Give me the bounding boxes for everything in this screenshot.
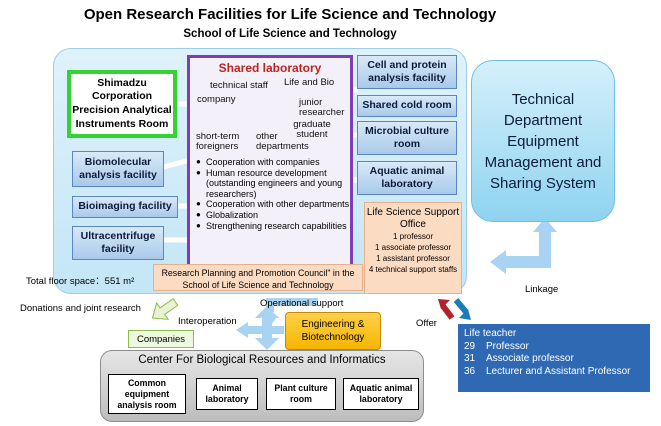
cell-protein-facility: Cell and protein analysis facility	[357, 55, 457, 89]
label-other-departments: other departments	[256, 131, 309, 152]
bullet-item: Strengthening research capabilities	[196, 221, 354, 232]
staff-line: 1 assistant professor	[376, 254, 450, 263]
staff-line: 1 professor	[392, 232, 434, 241]
floor-space: Total floor space：551 m²	[26, 276, 135, 287]
label-graduate-student: graduate student	[293, 119, 331, 140]
center-unit: Animal laboratory	[196, 378, 258, 410]
life-teacher-title: Life teacher	[464, 328, 517, 339]
companies-box: Companies	[128, 330, 194, 348]
center-title: Center For Biological Resources and Info…	[138, 354, 386, 366]
operational-arrow	[266, 298, 318, 312]
aquatic-animal-lab: Aquatic animal laboratory	[357, 161, 457, 195]
shared-lab-bullets: Cooperation with companies Human resourc…	[196, 157, 354, 231]
donations-arrow	[151, 297, 179, 320]
support-office-title: Life Science Support Office	[366, 207, 460, 230]
label-technical-staff: technical staff	[210, 80, 268, 91]
donations-label: Donations and joint research	[20, 303, 141, 314]
linkage-arrow-head	[490, 250, 506, 274]
biomolecular-facility: Biomolecular analysis facility	[72, 151, 164, 187]
center-unit: Common equipment analysis room	[108, 374, 186, 414]
linkage-arrow-head-up	[533, 218, 557, 232]
center-unit: Aquatic animal laboratory	[343, 378, 419, 410]
council-box: Research Planning and Promotion Council"…	[153, 264, 363, 291]
label-life-and-bio: Life and Bio	[284, 77, 335, 88]
operational-support-label: Operational support	[260, 298, 344, 309]
bullet-item: Human resource development (outstanding …	[196, 168, 354, 200]
offer-arrow-blue	[453, 298, 469, 314]
microbial-culture-room: Microbial culture room	[357, 121, 457, 155]
linkage-arrow	[505, 226, 551, 268]
bullet-item: Globalization	[196, 210, 354, 221]
shared-lab-title: Shared laboratory	[218, 61, 322, 75]
page-title: Open Research Facilities for Life Scienc…	[83, 6, 497, 23]
bullet-item: Cooperation with companies	[196, 157, 354, 168]
offer-arrow-red	[440, 304, 455, 320]
linkage-label: Linkage	[525, 284, 559, 295]
label-company: company	[197, 94, 236, 105]
bullet-item: Cooperation with other departments	[196, 199, 354, 210]
engineering-arrow	[236, 322, 284, 338]
staff-line: 4 technical support staffs	[368, 265, 458, 274]
center-unit: Plant culture room	[266, 378, 336, 410]
technical-department: Technical Department Equipment Managemen…	[471, 60, 615, 222]
bioimaging-facility: Bioimaging facility	[72, 196, 178, 218]
interoperation-label: Interoperation	[178, 316, 237, 327]
label-junior-researcher: junior researcher	[299, 97, 345, 118]
staff-line: 1 associate professor	[374, 243, 452, 252]
engineering-box: Engineering & Biotechnology	[285, 312, 381, 350]
offer-label: Offer	[416, 318, 437, 329]
page-subtitle: School of Life Science and Technology	[183, 28, 397, 40]
support-office: Life Science Support Office 1 professor …	[364, 202, 462, 294]
shimadzu-room: Shimadzu Corporation Precision Analytica…	[67, 70, 177, 138]
ultracentrifuge-facility: Ultracentrifuge facility	[72, 226, 164, 260]
connector-line	[159, 157, 191, 171]
shared-cold-room: Shared cold room	[357, 95, 457, 117]
label-short-term: short-term foreigners	[196, 131, 240, 152]
